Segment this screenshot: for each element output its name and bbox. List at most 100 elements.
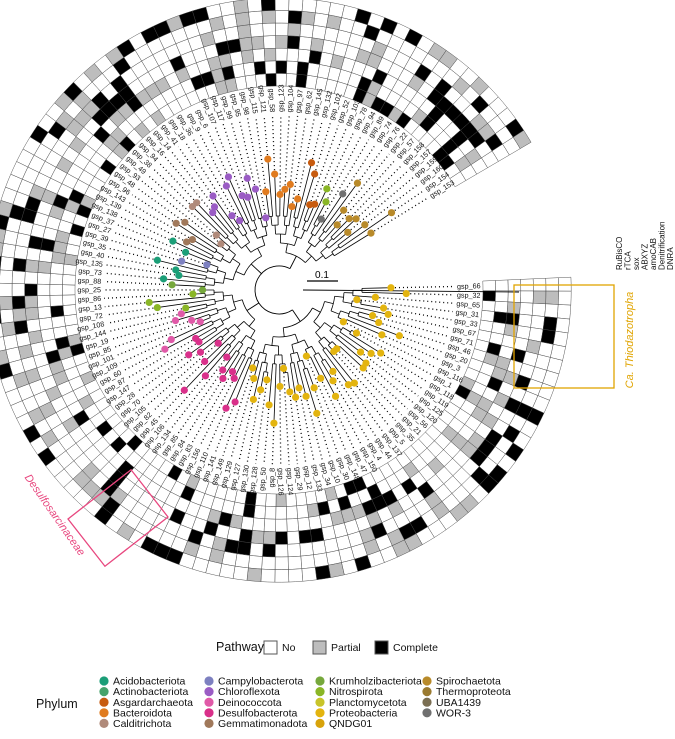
legend-phylum-dot: [422, 676, 432, 686]
tip-dot: [244, 193, 252, 201]
tip-label: gsp_50: [257, 467, 268, 491]
tip-leader: [177, 369, 224, 434]
pathway-cell: [286, 48, 300, 62]
pathway-cell: [235, 11, 251, 27]
tip-dot: [367, 229, 375, 237]
tip-dot: [262, 214, 270, 222]
tip-dot: [209, 192, 217, 200]
legend-phylum-dot: [99, 708, 109, 718]
tip-dot: [371, 293, 379, 301]
pathway-cell: [229, 50, 244, 66]
tip-dot: [188, 235, 197, 244]
pathway-cell: [300, 554, 316, 569]
tip-leader: [406, 292, 454, 296]
tip-dot: [352, 329, 361, 337]
pathway-cell: [295, 73, 308, 88]
tip-leader: [263, 404, 270, 465]
legend-swatch-partial: [312, 640, 327, 655]
tip-dot: [361, 221, 369, 229]
legend-phylum-label: Acidobacteriota: [113, 676, 186, 688]
tip-dot: [219, 366, 227, 374]
tip-leader: [348, 164, 403, 220]
tip-label: gsp_32: [457, 290, 481, 300]
tip-dot: [222, 404, 230, 412]
tip-dot: [395, 332, 403, 340]
pathway-cell: [62, 274, 76, 286]
legend-phylum-label: Actinobacteriota: [113, 686, 188, 698]
tip-label: gsp_13: [78, 302, 102, 313]
tip-leader: [347, 384, 383, 432]
pathway-cell: [240, 516, 255, 531]
legend-phylum-label: WOR-3: [436, 707, 471, 719]
pathway-cell: [530, 315, 545, 330]
tip-dot: [367, 349, 375, 357]
tip-leader: [279, 115, 282, 195]
tip-dot: [153, 303, 161, 312]
tip-dot: [153, 256, 161, 264]
pathway-cell: [505, 312, 520, 326]
pathway-cell: [275, 47, 288, 62]
tip-leader: [152, 361, 206, 412]
tip-leader: [141, 180, 222, 245]
tip-label: gsp_128: [247, 466, 260, 495]
tip-leader: [191, 371, 234, 443]
tip-dot: [185, 351, 193, 359]
tip-label: gsp_126: [276, 468, 285, 496]
tip-dot: [307, 159, 316, 167]
tip-dot: [378, 331, 386, 339]
tip-dot: [198, 286, 207, 294]
tip-dot: [330, 347, 338, 356]
legend-label-no: No: [282, 642, 296, 654]
pathway-cell: [287, 35, 301, 50]
pathway-cell: [553, 330, 569, 348]
tip-dot: [201, 372, 210, 380]
tip-leader: [131, 194, 177, 224]
tip-label: gsp_29: [293, 467, 304, 491]
pathway-cell: [492, 311, 508, 324]
pathway-cell: [0, 296, 13, 311]
tip-dot: [222, 182, 230, 190]
pathway-cell: [0, 282, 13, 297]
tip-dot: [219, 374, 227, 383]
pathway-cell: [286, 60, 299, 75]
tip-label: gsp_25: [77, 285, 101, 294]
pathway-cell: [234, 553, 250, 569]
tip-dot: [402, 289, 410, 298]
tip-leader: [238, 399, 255, 461]
legend-phylum-dot: [422, 708, 432, 718]
tip-leader: [271, 115, 276, 175]
pathway-cell: [248, 555, 263, 570]
tip-leader: [279, 386, 282, 465]
tip-dot: [345, 215, 353, 223]
pathway-cell: [250, 530, 265, 545]
pathway-cell: [24, 283, 38, 297]
pathway-cell: [275, 60, 288, 74]
tip-dot: [313, 409, 321, 417]
pathway-cell: [11, 283, 25, 297]
legend-phylum-label: Deinococcota: [218, 697, 282, 709]
tip-label: gsp_8: [267, 468, 277, 488]
pathway-cell: [252, 517, 266, 532]
tip-dot: [384, 310, 392, 318]
ring-label: RuBisCO: [615, 237, 624, 270]
tip-label: gsp_62: [302, 90, 315, 115]
pathway-cell: [287, 10, 303, 25]
tip-dot: [175, 271, 183, 280]
tip-dot: [263, 376, 271, 384]
tip-leader: [119, 216, 174, 242]
tip-label: gsp_124: [285, 467, 296, 495]
tip-leader: [334, 396, 362, 445]
pathway-cell: [24, 295, 39, 309]
tip-label: gsp_40: [80, 247, 105, 260]
pathway-cell: [12, 307, 27, 323]
legend-phylum-label: Nitrospirota: [329, 686, 383, 698]
tip-label: gsp_86: [77, 294, 101, 304]
tip-dot: [230, 374, 238, 382]
tip-dot: [193, 199, 201, 207]
tip-leader: [116, 223, 186, 253]
tip-dot: [356, 348, 365, 356]
tip-leader: [127, 337, 196, 379]
pathway-cell: [482, 290, 496, 302]
legend-phylum-label: Bacteroidota: [113, 707, 172, 719]
pathway-cell: [37, 272, 51, 285]
